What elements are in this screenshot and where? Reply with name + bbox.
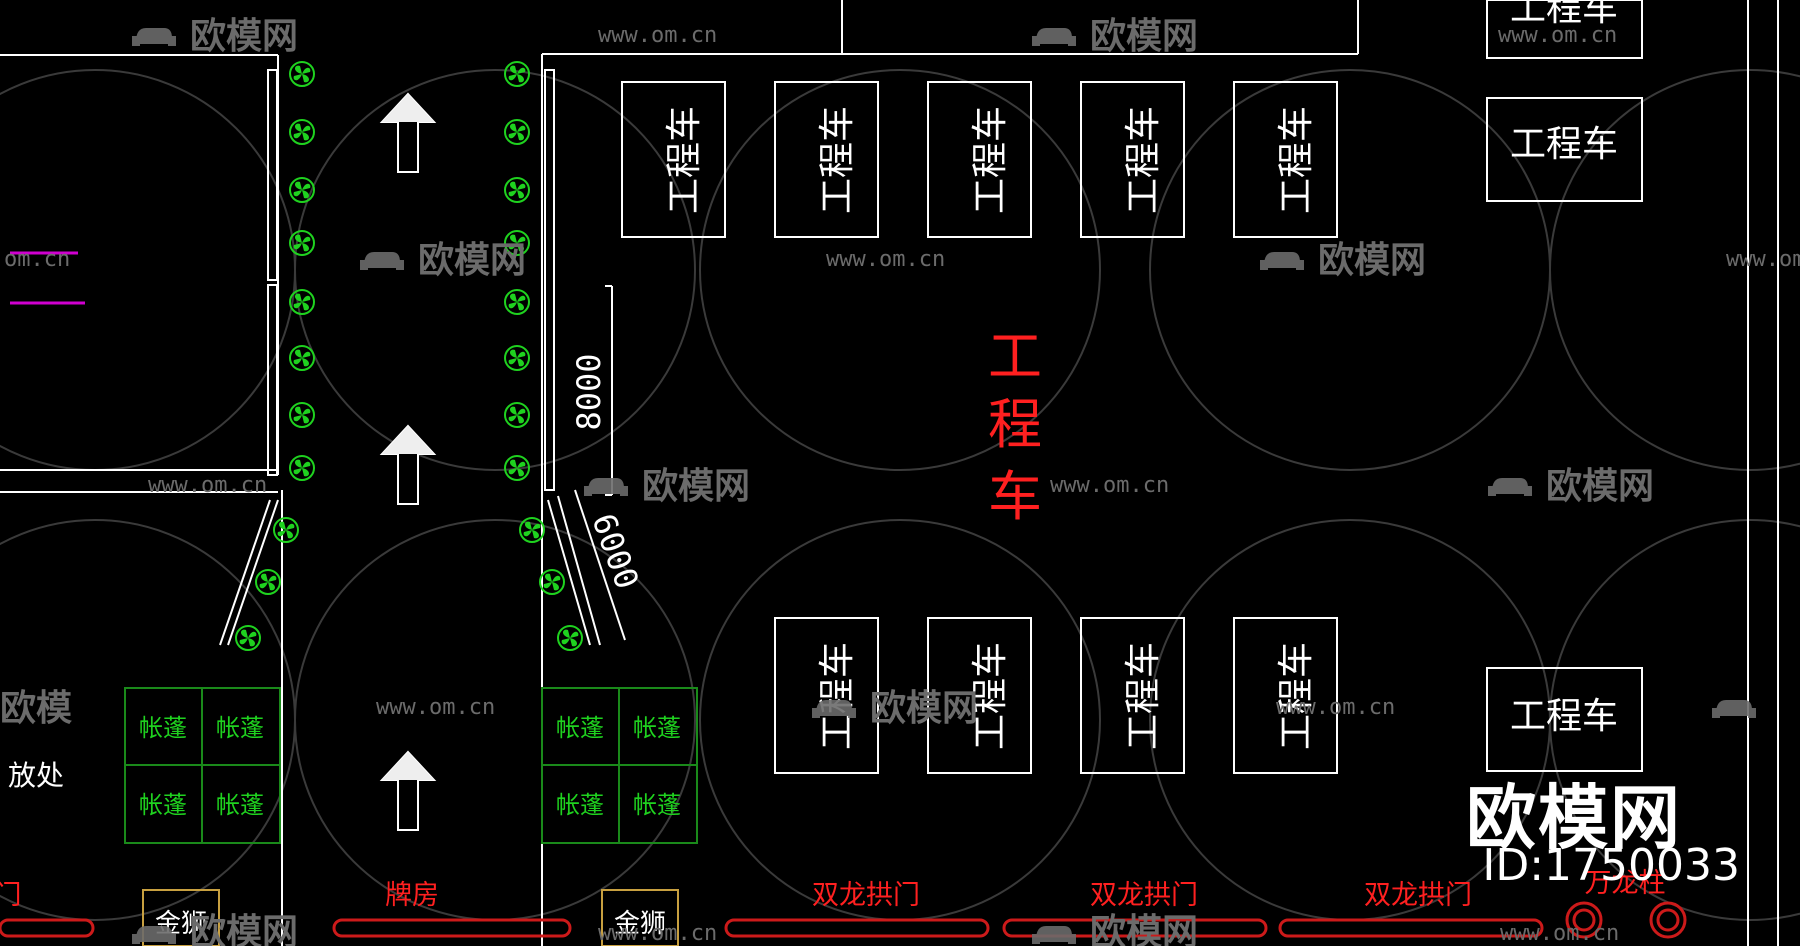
truck-label: 工程车 (970, 642, 1011, 750)
truck-label: 工程车 (664, 106, 705, 214)
watermark-url-partial: om.cn (4, 247, 70, 272)
truck-labels-bottom: 工程车 工程车 工程车 工程车 工程车 (817, 642, 1618, 750)
truck-label: 工程车 (1510, 0, 1618, 29)
big-label-char: 工 (988, 325, 1042, 388)
watermark-circles (0, 69, 1800, 921)
tent-label: 帐蓬 (139, 791, 187, 819)
storage-label: 放处 (8, 759, 64, 792)
arch-door-label: 双龙拱门 (812, 880, 920, 911)
dimension-6000: 6000 (584, 509, 646, 594)
truck-label: 工程车 (1123, 106, 1164, 214)
bottom-red-labels: 门 牌房 双龙拱门 双龙拱门 双龙拱门 万龙柱 (0, 868, 1666, 911)
watermark-brand: 欧模网 (1090, 912, 1198, 946)
watermark-url: www.om.cn (1050, 473, 1169, 498)
big-truck-label: 工 程 车 (988, 325, 1042, 528)
watermark-url: www.om.cn (148, 473, 267, 498)
watermark-brand-partial: 欧模 (0, 688, 72, 729)
big-label-char: 车 (988, 465, 1042, 528)
watermark-url: www.om.cn (376, 695, 495, 720)
golden-lion-label: 金狮 (614, 909, 666, 939)
truck-labels-top: 工程车 工程车 工程车 工程车 工程车 工程车 工程车 (664, 0, 1618, 214)
lion-boxes (142, 889, 679, 946)
watermark-brand: 欧模网 (190, 16, 298, 57)
watermark-brand: 欧模网 (642, 466, 750, 507)
truck-label: 工程车 (1276, 642, 1317, 750)
truck-row-top (621, 0, 1643, 238)
watermark-url: www.om.cn (1276, 695, 1395, 720)
dimension-lines (574, 285, 626, 641)
truck-label: 工程车 (1510, 124, 1618, 165)
watermark-brand: 欧模网 (190, 912, 298, 946)
tent-label: 帐蓬 (139, 714, 187, 742)
watermark-brand: 欧模网 (870, 688, 978, 729)
dimension-8000: 8000 (570, 353, 608, 430)
arch-door-label: 双龙拱门 (1090, 880, 1198, 911)
tent-label: 帐蓬 (633, 791, 681, 819)
tent-label: 帐蓬 (556, 791, 604, 819)
gatehouse-label: 牌房 (385, 880, 439, 911)
truck-label: 工程车 (1510, 696, 1618, 737)
tent-labels: 帐蓬 帐蓬 帐蓬 帐蓬 帐蓬 帐蓬 帐蓬 帐蓬 (139, 714, 681, 819)
tent-grid-right (541, 687, 698, 844)
tent-label: 帐蓬 (556, 714, 604, 742)
watermark-brand: 欧模网 (418, 240, 526, 281)
watermark-brand: 欧模网 (1318, 240, 1426, 281)
watermark-id: ID:1750033 (1482, 840, 1740, 891)
watermark-url: www.om.cn (1500, 921, 1619, 946)
tent-label: 帐蓬 (216, 714, 264, 742)
big-label-char: 程 (988, 393, 1042, 456)
watermark-url: www.om.cn (826, 247, 945, 272)
watermark-url: www.om.cn (598, 23, 717, 48)
left-door-label: 门 (0, 880, 22, 911)
tent-label: 帐蓬 (633, 714, 681, 742)
tent-grid-left (124, 687, 281, 844)
arch-door-label: 双龙拱门 (1364, 880, 1472, 911)
watermark-url: www.om.cn (1498, 23, 1617, 48)
truck-label: 工程车 (1123, 642, 1164, 750)
truck-label: 工程车 (817, 642, 858, 750)
truck-label: 工程车 (817, 106, 858, 214)
watermark-url: www.om.cn (598, 921, 717, 946)
watermark-brand: 欧模网 (1546, 466, 1654, 507)
truck-label: 工程车 (970, 106, 1011, 214)
truck-label: 工程车 (1276, 106, 1317, 214)
watermark-brand: 欧模网 (1090, 16, 1198, 57)
magenta-marks (10, 251, 85, 305)
bottom-rails (0, 901, 1687, 939)
watermark-brand-large: 欧模网 (1466, 777, 1682, 859)
watermark-brand-text: 欧模网 欧模网 欧模网 欧模网 欧模网 欧模网 欧模网 欧模 欧模网 欧模网 (0, 16, 1654, 946)
truck-row-bottom (774, 617, 1643, 774)
watermark-url-text: www.om.cn www.om.cn om.cn www.om.cn www.… (4, 23, 1800, 946)
watermark-url-partial2: www.om. (1726, 247, 1800, 272)
tent-label: 帐蓬 (216, 791, 264, 819)
wanlong-label: 万龙柱 (1585, 868, 1666, 899)
